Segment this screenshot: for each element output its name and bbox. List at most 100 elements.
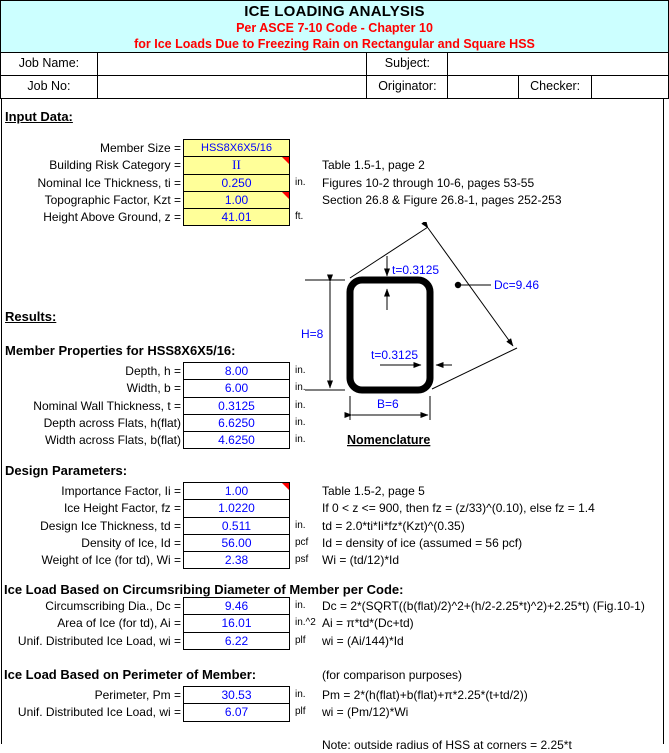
width-across-flats-value: 4.6250 <box>183 431 290 450</box>
row-distributed-ice-load-perim: Unif. Distributed Ice Load, wi = 6.07 pl… <box>0 703 669 722</box>
depth-across-flats-unit: in. <box>295 416 306 428</box>
risk-category-unit <box>295 156 320 174</box>
design-ice-thickness-label: Design Ice Thickness, td = <box>40 518 181 533</box>
row-height-above-ground: Height Above Ground, z = 41.01 ft. <box>0 208 669 227</box>
dc-dimension-line <box>421 222 514 347</box>
depth-across-flats-value: 6.6250 <box>183 413 290 433</box>
perimeter-note: Pm = 2*(h(flat)+b(flat)+π*2.25*(t+td/2)) <box>322 688 528 702</box>
row-risk-category: Building Risk Category = II Table 1.5-1,… <box>0 156 669 175</box>
row-design-ice-thickness: Design Ice Thickness, td = 0.511 in. td … <box>0 516 669 535</box>
importance-factor-label: Importance Factor, Ii = <box>61 484 181 498</box>
member-size-input[interactable]: HSS8X6X5/16 <box>183 139 290 158</box>
area-of-ice-value: 16.01 <box>183 614 290 633</box>
topographic-factor-label: Topographic Factor, Kzt = <box>44 192 181 207</box>
job-name-field[interactable] <box>97 53 368 75</box>
perimeter-unit: in. <box>295 689 306 700</box>
weight-of-ice-value: 2.38 <box>183 551 290 570</box>
ice-height-factor-note: If 0 < z <= 900, then fz = (z/33)^(0.10)… <box>322 501 595 516</box>
b-dimension-label: B=6 <box>377 397 399 411</box>
row-distributed-ice-load-circ: Unif. Distributed Ice Load, wi = 6.22 pl… <box>0 631 669 650</box>
originator-label: Originator: <box>367 76 449 98</box>
density-of-ice-value: 56.00 <box>183 533 290 553</box>
page-subtitle-scope: for Ice Loads Due to Freezing Rain on Re… <box>134 36 535 51</box>
dc-dimension-label: Dc=9.46 <box>494 278 539 292</box>
distributed-ice-load-perim-label: Unif. Distributed Ice Load, wi = <box>17 705 181 720</box>
distributed-ice-load-circ-value: 6.22 <box>183 631 290 650</box>
circumscribing-section-heading: Ice Load Based on Circumsribing Diameter… <box>4 582 404 597</box>
design-ice-thickness-value: 0.511 <box>183 516 290 535</box>
job-name-label: Job Name: <box>1 53 98 75</box>
circumscribing-dia-value: 9.46 <box>183 597 290 616</box>
h-label-backing <box>299 325 329 340</box>
density-of-ice-label: Density of Ice, Id = <box>81 535 181 550</box>
checker-label: Checker: <box>519 76 593 98</box>
member-size-unit <box>295 139 320 157</box>
subject-field[interactable] <box>448 53 669 75</box>
wall-thickness-label: Nominal Wall Thickness, t = <box>33 398 181 413</box>
nomenclature-diagram: Dc=9.46 H=8 B=6 t=0.3125 t=0.3125 Nomenc… <box>299 222 539 447</box>
distributed-ice-load-circ-note: wi = (Ai/144)*Id <box>322 633 404 648</box>
circumscribing-dia-unit: in. <box>295 600 306 611</box>
topographic-factor-unit <box>295 191 320 209</box>
member-size-label: Member Size = <box>99 141 181 155</box>
t-side-label: t=0.3125 <box>371 348 418 362</box>
hss-section-outline <box>346 276 434 394</box>
width-unit: in. <box>295 382 306 394</box>
circumscribing-dia-note: Dc = 2*(SQRT((b(flat)/2)^2+(h/2-2.25*t)^… <box>322 599 645 613</box>
row-member-size: Member Size = HSS8X6X5/16 <box>0 139 669 158</box>
depth-value: 8.00 <box>183 362 290 381</box>
member-properties-heading: Member Properties for HSS8X6X5/16: <box>5 343 236 358</box>
job-no-field[interactable] <box>97 76 368 98</box>
nominal-ice-thickness-input[interactable]: 0.250 <box>183 173 290 192</box>
input-data-heading: Input Data: <box>5 109 73 124</box>
h-dimension-label: H=8 <box>301 327 324 341</box>
risk-category-input[interactable]: II <box>183 156 290 175</box>
topographic-factor-input[interactable]: 1.00 <box>183 190 290 210</box>
row-topographic-factor: Topographic Factor, Kzt = 1.00 Section 2… <box>0 190 669 210</box>
distributed-ice-load-circ-label: Unif. Distributed Ice Load, wi = <box>17 633 181 648</box>
row-ice-height-factor: Ice Height Factor, fz = 1.0220 If 0 < z … <box>0 499 669 518</box>
row-width: Width, b = 6.00 in. <box>0 379 669 398</box>
distributed-ice-load-perim-value: 6.07 <box>183 703 290 722</box>
page-boundary-right <box>663 99 664 744</box>
perimeter-value: 30.53 <box>183 686 290 705</box>
height-above-ground-input[interactable]: 41.01 <box>183 208 290 227</box>
b-label-backing <box>373 396 407 410</box>
row-nominal-ice-thickness: Nominal Ice Thickness, ti = 0.250 in. Fi… <box>0 173 669 192</box>
importance-factor-note: Table 1.5-2, page 5 <box>322 484 425 498</box>
height-above-ground-unit: ft. <box>295 211 304 223</box>
checker-field[interactable] <box>592 76 669 98</box>
depth-unit: in. <box>295 365 306 376</box>
width-across-flats-unit: in. <box>295 434 306 446</box>
row-depth: Depth, h = 8.00 in. <box>0 362 669 381</box>
job-info-row-2: Job No: Originator: Checker: <box>0 76 669 99</box>
depth-label: Depth, h = <box>125 364 181 378</box>
depth-across-flats-label: Depth across Flats, h(flat) <box>43 415 181 430</box>
wall-thickness-value: 0.3125 <box>183 396 290 415</box>
risk-category-label: Building Risk Category = <box>49 158 181 173</box>
nomenclature-caption: Nomenclature <box>347 433 430 447</box>
row-depth-across-flats: Depth across Flats, h(flat) 6.6250 in. <box>0 413 669 433</box>
design-ice-thickness-note: td = 2.0*ti*Ii*fz*(Kzt)^(0.35) <box>322 518 465 533</box>
perimeter-label: Perimeter, Pm = <box>94 688 181 702</box>
row-density-of-ice: Density of Ice, Id = 56.00 pcf Id = dens… <box>0 533 669 553</box>
wall-thickness-unit: in. <box>295 399 306 411</box>
ice-height-factor-label: Ice Height Factor, fz = <box>63 501 181 516</box>
t-top-label: t=0.3125 <box>392 263 439 277</box>
nominal-ice-thickness-note: Figures 10-2 through 10-6, pages 53-55 <box>322 175 535 190</box>
job-no-label: Job No: <box>1 76 98 98</box>
row-width-across-flats: Width across Flats, b(flat) 4.6250 in. <box>0 431 669 450</box>
area-of-ice-unit: in.^2 <box>295 617 316 629</box>
row-weight-of-ice: Weight of Ice (for td), Wi = 2.38 psf Wi… <box>0 551 669 570</box>
nominal-ice-thickness-unit: in. <box>295 176 306 188</box>
area-of-ice-note: Ai = π*td*(Dc+td) <box>322 616 414 631</box>
perimeter-comparison-note: (for comparison purposes) <box>322 668 463 682</box>
importance-factor-unit <box>295 482 320 500</box>
perimeter-section-heading: Ice Load Based on Perimeter of Member: <box>4 667 257 682</box>
row-importance-factor: Importance Factor, Ii = 1.00 Table 1.5-2… <box>0 482 669 501</box>
design-ice-thickness-unit: in. <box>295 519 306 531</box>
originator-field[interactable] <box>448 76 520 98</box>
nominal-ice-thickness-label: Nominal Ice Thickness, ti = <box>37 175 181 190</box>
page-title: ICE LOADING ANALYSIS <box>244 2 425 20</box>
